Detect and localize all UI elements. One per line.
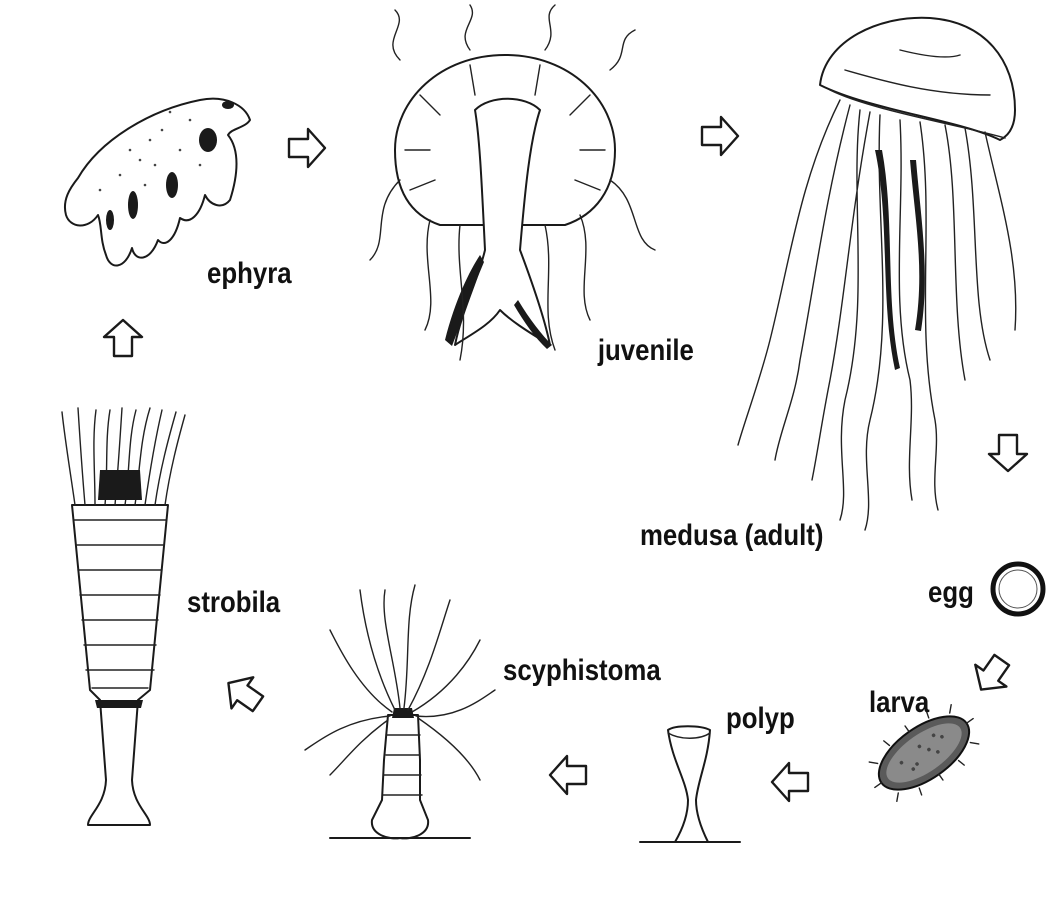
medusa-illustration: [738, 18, 1016, 530]
arrow-larva-to-polyp: [772, 763, 808, 801]
scyphistoma-illustration: [305, 585, 495, 838]
label-strobila: strobila: [187, 585, 281, 618]
label-scyphistoma: scyphistoma: [503, 653, 661, 686]
arrow-scyphistoma-to-strobila: [218, 668, 269, 720]
arrow-juvenile-to-medusa: [702, 117, 738, 155]
label-ephyra: ephyra: [207, 256, 292, 289]
egg-illustration: [993, 564, 1043, 614]
label-polyp: polyp: [726, 701, 795, 734]
arrow-medusa-to-egg: [989, 435, 1027, 471]
arrow-polyp-to-scyphistoma: [550, 756, 586, 794]
ephyra-illustration: [65, 99, 250, 266]
label-medusa: medusa (adult): [640, 518, 823, 551]
arrow-strobila-to-ephyra: [104, 320, 142, 356]
arrow-ephyra-to-juvenile: [289, 129, 325, 167]
polyp-illustration: [640, 726, 740, 842]
label-egg: egg: [928, 575, 974, 608]
juvenile-illustration: [370, 5, 655, 360]
arrow-egg-to-larva: [966, 649, 1018, 700]
label-juvenile: juvenile: [597, 333, 694, 366]
label-larva: larva: [869, 685, 930, 718]
strobila-illustration: [62, 408, 185, 825]
